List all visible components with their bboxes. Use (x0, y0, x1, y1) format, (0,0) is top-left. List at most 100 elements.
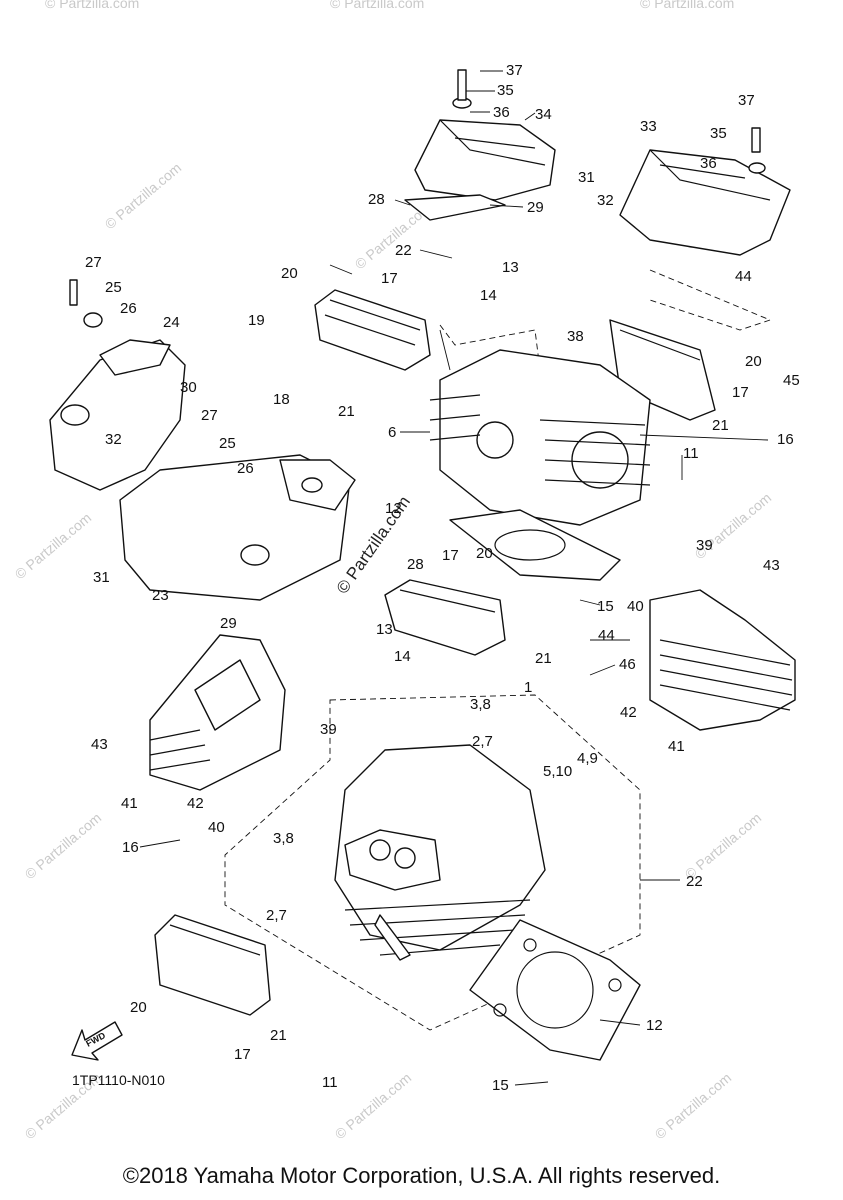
callout: 41 (668, 738, 685, 755)
callout: 13 (502, 259, 519, 276)
callout: 41 (121, 795, 138, 812)
callout: 2,7 (266, 907, 287, 924)
callout: 11 (322, 1074, 338, 1091)
copyright-notice: ©2018 Yamaha Motor Corporation, U.S.A. A… (122, 1163, 721, 1188)
callout: 13 (376, 621, 393, 638)
callout: 2,7 (472, 733, 493, 750)
callout: 11 (683, 445, 699, 462)
callout: 17 (732, 384, 749, 401)
callout: 27 (85, 254, 102, 271)
callout: 39 (320, 721, 337, 738)
leader-lines (139, 70, 769, 1086)
callout: 39 (696, 537, 713, 554)
callout: 31 (578, 169, 595, 186)
callout: 36 (493, 104, 510, 121)
callout: 40 (627, 598, 644, 615)
callout: 17 (442, 547, 459, 564)
callout: 37 (738, 92, 755, 109)
callout: 35 (497, 82, 514, 99)
watermark: © Partzilla.com (22, 809, 105, 882)
callout: 14 (480, 287, 497, 304)
rear-cylinder-head (429, 349, 651, 526)
callout: 22 (395, 242, 412, 259)
callout: 29 (527, 199, 544, 216)
callout: 38 (567, 328, 584, 345)
callout: 40 (208, 819, 225, 836)
watermark: © Partzilla.com (102, 159, 185, 232)
callout: 34 (535, 106, 552, 123)
left-cylinder-side-cover (149, 634, 286, 791)
callout: 25 (219, 435, 236, 452)
callout: 14 (394, 648, 411, 665)
callout: 36 (700, 155, 717, 172)
callout: 35 (710, 125, 727, 142)
callout: 45 (783, 372, 800, 389)
callout: 23 (152, 587, 169, 604)
watermark: © Partzilla.com (652, 1069, 735, 1142)
callout: 16 (122, 839, 139, 856)
left-cylinder-cover (119, 454, 356, 601)
callout: 44 (598, 627, 615, 644)
callout: 26 (120, 300, 137, 317)
front-valve-cover (384, 579, 506, 656)
callout: 46 (619, 656, 636, 673)
callout: 12 (646, 1017, 663, 1034)
callout: 4,9 (577, 750, 598, 767)
rear-head-side-cover (619, 127, 791, 256)
rear-valve-cover (314, 289, 431, 371)
watermark: © Partzilla.com (682, 809, 765, 882)
callout: 3,8 (273, 830, 294, 847)
callout: 24 (163, 314, 180, 331)
callout: 29 (220, 615, 237, 632)
left-side-cover (49, 279, 186, 491)
callout: 31 (93, 569, 110, 586)
callout: 21 (535, 650, 552, 667)
callout: 25 (105, 279, 122, 296)
callout: 15 (597, 598, 614, 615)
callout: 20 (745, 353, 762, 370)
callout: 16 (777, 431, 794, 448)
callout: 5,10 (543, 763, 572, 780)
callout: 42 (187, 795, 204, 812)
watermark: © Partzilla.com (12, 509, 95, 582)
watermark: © Partzilla.com (45, 0, 139, 11)
diagram-code: 1TP1110-N010 (72, 1072, 165, 1088)
callout: 32 (597, 192, 614, 209)
fwd-arrow: FWD (71, 1021, 123, 1061)
rear-head-gasket (449, 509, 621, 581)
callout: 43 (763, 557, 780, 574)
watermark: © Partzilla.com (330, 0, 424, 11)
callout: 6 (388, 424, 396, 441)
callout: 3,8 (470, 696, 491, 713)
callout: 20 (476, 545, 493, 562)
callout: 15 (492, 1077, 509, 1094)
callout: 17 (381, 270, 398, 287)
front-head-gasket (469, 919, 641, 1061)
watermark: © Partzilla.com (332, 1069, 415, 1142)
callout: 30 (180, 379, 197, 396)
callout: 44 (735, 268, 752, 285)
callout: 18 (273, 391, 290, 408)
callout: 22 (686, 873, 703, 890)
callout: 12 (385, 500, 402, 517)
front-cylinder-head (334, 744, 546, 961)
watermark: © Partzilla.com (640, 0, 734, 11)
callout: 17 (234, 1046, 251, 1063)
callout: 26 (237, 460, 254, 477)
callout: 21 (338, 403, 355, 420)
callout-layer: 37 35 36 34 33 37 35 36 28 29 31 32 22 1… (85, 62, 800, 1094)
callout: 27 (201, 407, 218, 424)
callout: 28 (407, 556, 424, 573)
assembly-outline (224, 269, 772, 1031)
callout: 20 (281, 265, 298, 282)
callout: 19 (248, 312, 265, 329)
callout: 42 (620, 704, 637, 721)
right-cylinder-cover (649, 589, 796, 731)
callout: 21 (712, 417, 729, 434)
front-head-side-cover (404, 69, 556, 221)
callout: 37 (506, 62, 523, 79)
callout: 32 (105, 431, 122, 448)
callout: 20 (130, 999, 147, 1016)
lower-valve-cover (154, 914, 271, 1016)
